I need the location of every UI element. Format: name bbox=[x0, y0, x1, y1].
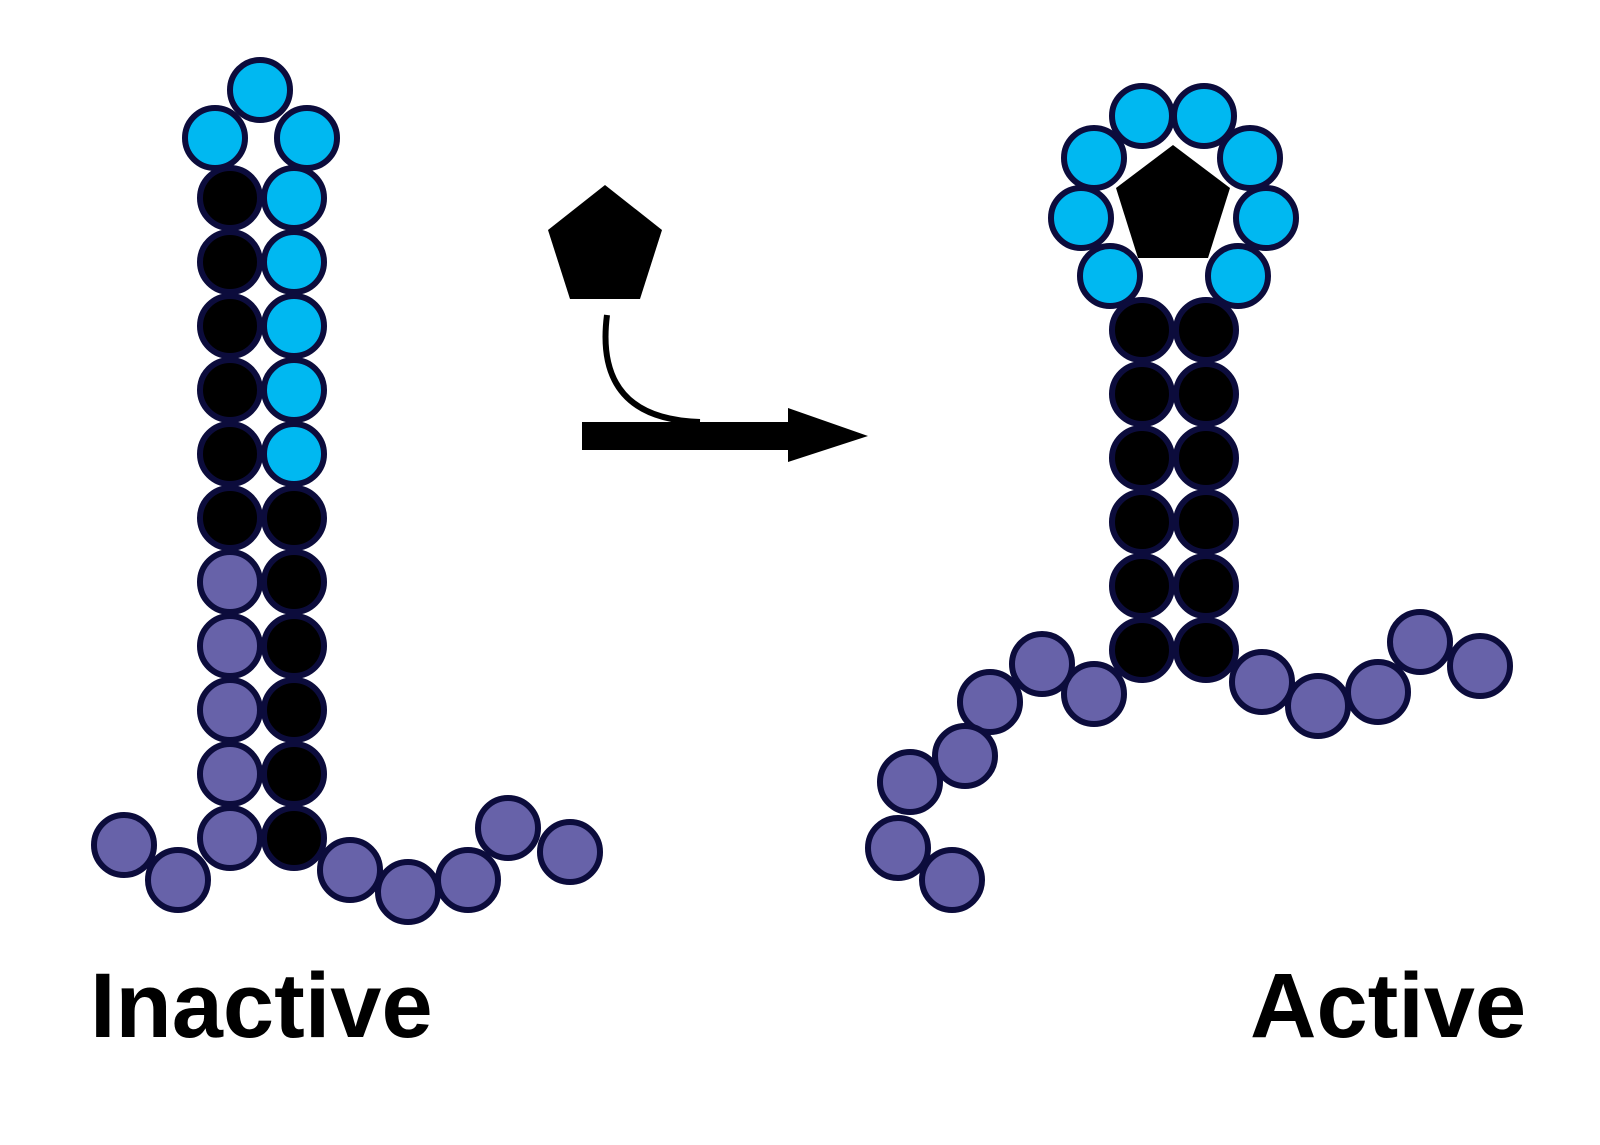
inactive-stem-left-nucleotide bbox=[197, 229, 263, 295]
active-tail-nucleotide bbox=[877, 749, 943, 815]
active-stem-right-nucleotide bbox=[1173, 553, 1239, 619]
inactive-tail-nucleotide bbox=[145, 847, 211, 913]
inactive-stem-left-nucleotide bbox=[197, 165, 263, 231]
inactive-stem-right-nucleotide bbox=[261, 357, 327, 423]
inactive-loop-nucleotide bbox=[182, 105, 248, 171]
inactive-loop-nucleotide bbox=[274, 105, 340, 171]
inactive-loop-nucleotide bbox=[227, 57, 293, 123]
active-loop-nucleotide bbox=[1077, 243, 1143, 309]
bound-ligand-pentagon-icon bbox=[1116, 145, 1230, 258]
active-tail-nucleotide bbox=[1009, 631, 1075, 697]
active-stem-left-nucleotide bbox=[1109, 489, 1175, 555]
inactive-stem-left-nucleotide bbox=[197, 293, 263, 359]
inactive-stem-left-nucleotide bbox=[197, 677, 263, 743]
active-stem-left-nucleotide bbox=[1109, 361, 1175, 427]
active-structure bbox=[865, 83, 1513, 913]
active-loop-nucleotide bbox=[1217, 125, 1283, 191]
free-ligand-pentagon-icon bbox=[548, 185, 662, 299]
inactive-stem-right-nucleotide bbox=[261, 485, 327, 551]
inactive-stem-right-nucleotide bbox=[261, 677, 327, 743]
inactive-stem-left-nucleotide bbox=[197, 741, 263, 807]
inactive-stem-left-nucleotide bbox=[197, 549, 263, 615]
inactive-stem-left-nucleotide bbox=[197, 357, 263, 423]
active-tail-nucleotide bbox=[1387, 609, 1453, 675]
active-loop-nucleotide bbox=[1233, 185, 1299, 251]
inactive-stem-right-nucleotide bbox=[261, 549, 327, 615]
inactive-tail-nucleotide bbox=[375, 859, 441, 925]
arrow-shaft bbox=[582, 422, 794, 450]
active-stem-left-nucleotide bbox=[1109, 425, 1175, 491]
active-stem-right-nucleotide bbox=[1173, 425, 1239, 491]
active-tail-nucleotide bbox=[1061, 661, 1127, 727]
transition-arrow bbox=[548, 185, 868, 462]
inactive-stem-right-nucleotide bbox=[261, 741, 327, 807]
active-stem-right-nucleotide bbox=[1173, 617, 1239, 683]
active-tail-nucleotide bbox=[1229, 649, 1295, 715]
active-tail-nucleotide bbox=[957, 669, 1023, 735]
active-loop-nucleotide bbox=[1171, 83, 1237, 149]
active-loop-nucleotide bbox=[1205, 243, 1271, 309]
inactive-stem-left-nucleotide bbox=[197, 613, 263, 679]
active-tail-nucleotide bbox=[919, 847, 985, 913]
active-stem-right-nucleotide bbox=[1173, 361, 1239, 427]
arrow-head bbox=[788, 408, 868, 462]
inactive-tail-nucleotide bbox=[537, 819, 603, 885]
active-tail-nucleotide bbox=[865, 815, 931, 881]
inactive-structure bbox=[91, 57, 603, 925]
inactive-tail-nucleotide bbox=[435, 847, 501, 913]
active-loop-nucleotide bbox=[1061, 125, 1127, 191]
active-tail-nucleotide bbox=[1285, 673, 1351, 739]
inactive-tail-nucleotide bbox=[317, 837, 383, 903]
inactive-stem-right-nucleotide bbox=[261, 293, 327, 359]
inactive-stem-right-nucleotide bbox=[261, 421, 327, 487]
inactive-stem-left-nucleotide bbox=[197, 421, 263, 487]
active-tail-nucleotide bbox=[1447, 633, 1513, 699]
active-stem-right-nucleotide bbox=[1173, 489, 1239, 555]
inactive-tail-nucleotide bbox=[475, 795, 541, 861]
inactive-tail-nucleotide bbox=[91, 812, 157, 878]
active-stem-left-nucleotide bbox=[1109, 297, 1175, 363]
active-loop-nucleotide bbox=[1109, 83, 1175, 149]
active-stem-right-nucleotide bbox=[1173, 297, 1239, 363]
curved-arrow-icon bbox=[602, 314, 701, 425]
active-stem-left-nucleotide bbox=[1109, 617, 1175, 683]
inactive-label: Inactive bbox=[90, 955, 433, 1057]
active-loop-nucleotide bbox=[1048, 185, 1114, 251]
active-stem-left-nucleotide bbox=[1109, 553, 1175, 619]
inactive-stem-right-nucleotide bbox=[261, 805, 327, 871]
active-label: Active bbox=[1250, 955, 1527, 1057]
inactive-stem-left-nucleotide bbox=[197, 485, 263, 551]
active-tail-nucleotide bbox=[1345, 659, 1411, 725]
inactive-stem-right-nucleotide bbox=[261, 165, 327, 231]
inactive-stem-left-nucleotide bbox=[197, 805, 263, 871]
active-tail-nucleotide bbox=[932, 723, 998, 789]
inactive-stem-right-nucleotide bbox=[261, 613, 327, 679]
inactive-stem-right-nucleotide bbox=[261, 229, 327, 295]
